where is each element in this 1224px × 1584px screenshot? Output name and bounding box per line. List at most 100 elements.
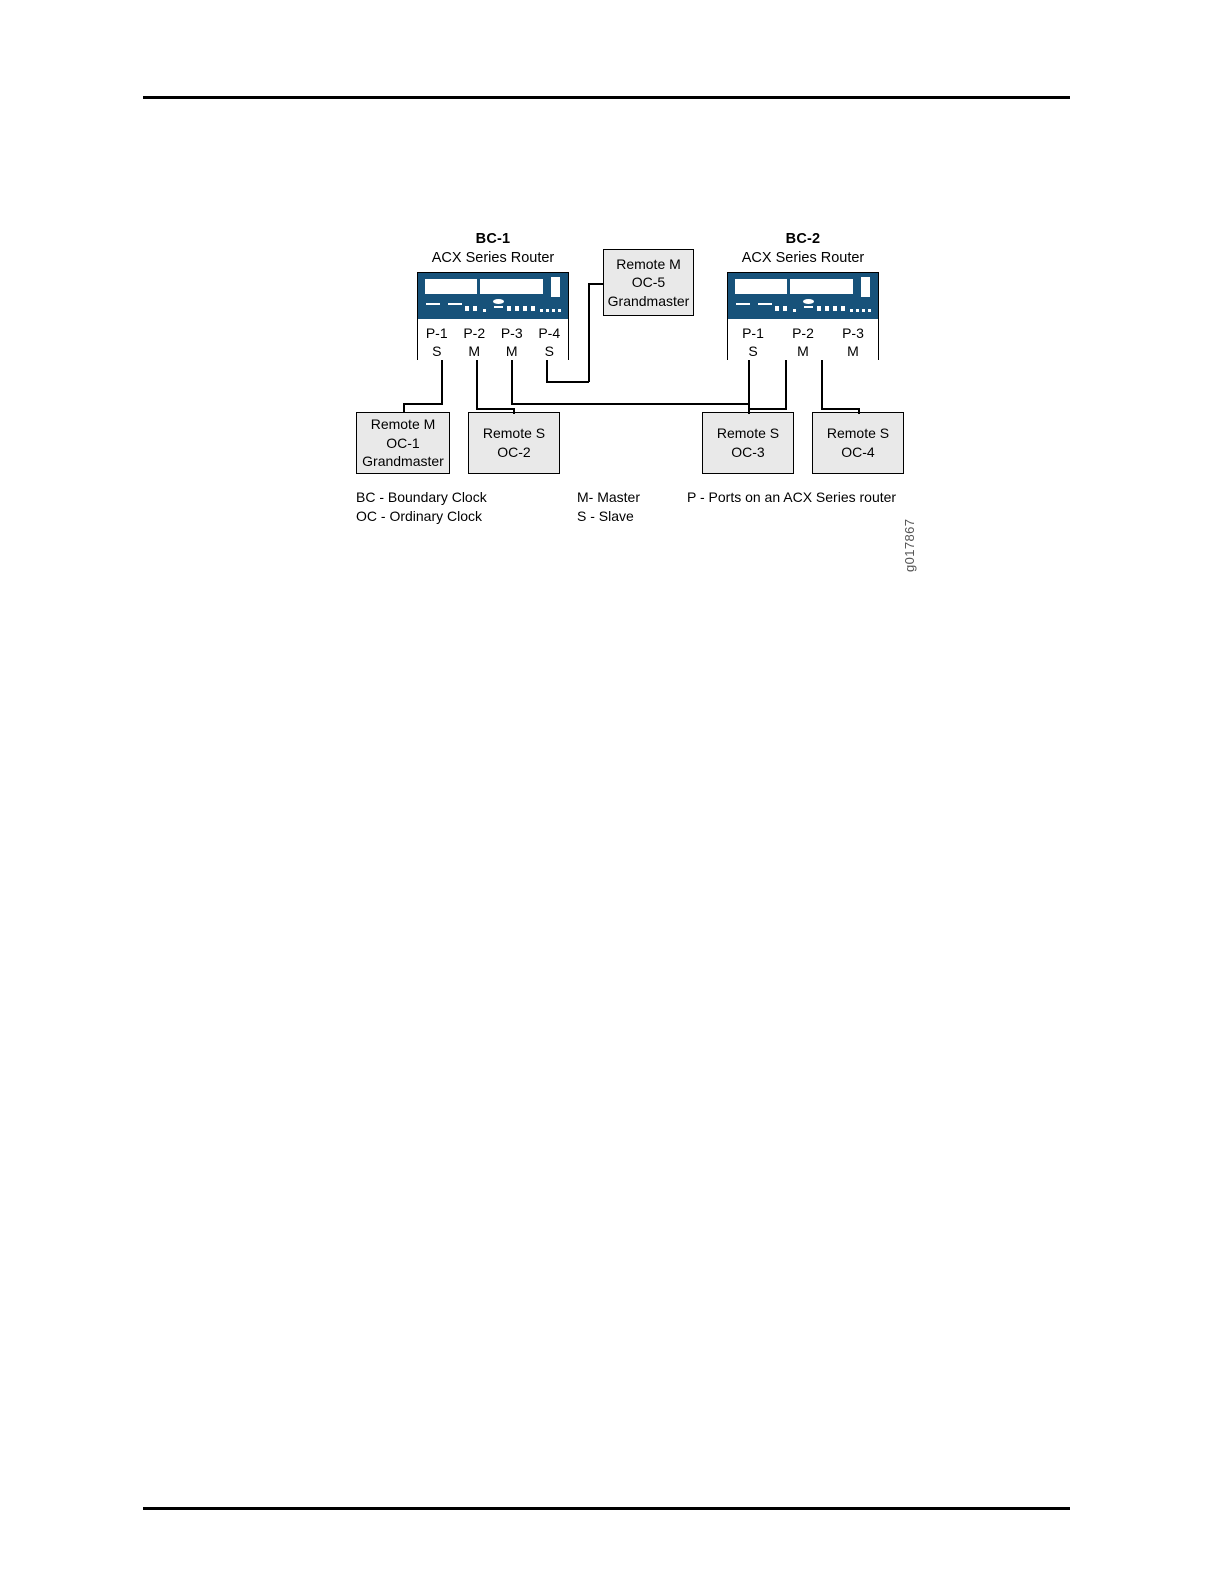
faceplate-led-dot-icon	[856, 309, 859, 312]
legend-column-clocks: BC - Boundary Clock OC - Ordinary Clock	[356, 488, 487, 526]
page-header-rule	[143, 96, 1070, 99]
faceplate-led-dot-icon	[540, 309, 543, 312]
faceplate-led-icon	[832, 305, 838, 312]
faceplate-led-icon	[506, 305, 512, 312]
port-name: P-3	[842, 325, 864, 341]
router-faceplate-bc-2	[728, 273, 878, 319]
clock-oc-2-line2: OC-2	[497, 444, 531, 460]
port-name: P-1	[425, 325, 448, 341]
faceplate-led-icon	[816, 305, 822, 312]
port-name: P-1	[742, 325, 764, 341]
faceplate-slot-icon	[480, 279, 543, 294]
legend-column-roles: M- Master S - Slave	[577, 488, 640, 526]
port-name: P-3	[500, 325, 523, 341]
router-title-bc-2: BC-2 ACX Series Router	[713, 230, 893, 267]
faceplate-slot-icon	[425, 279, 477, 294]
router-title-bc-2-model: ACX Series Router	[741, 249, 865, 266]
faceplate-led-icon	[824, 305, 830, 312]
clock-node-oc-2[interactable]: Remote S OC-2	[468, 412, 560, 474]
clock-oc-1-line1: Remote M	[370, 416, 436, 433]
faceplate-psu-icon	[551, 277, 560, 297]
wire-bc1-p2-run	[476, 408, 514, 410]
faceplate-led-dot-icon	[868, 309, 871, 312]
router-faceplate-bc-1	[418, 273, 568, 319]
router-title-bc-1: BC-1 ACX Series Router	[403, 230, 583, 267]
wire-bc1-p3-trunk	[511, 403, 749, 405]
clock-oc-5-line1: Remote M	[616, 255, 681, 272]
clock-oc-1-line2: OC-1	[386, 434, 420, 451]
port-name: P-2	[792, 325, 814, 341]
port-bc2-p2[interactable]: P-2 M	[778, 319, 828, 368]
faceplate-led-dot-icon	[546, 309, 549, 312]
faceplate-led-icon	[514, 305, 520, 312]
wire-bc1-p2-drop	[476, 360, 478, 409]
port-role: M	[797, 343, 809, 360]
faceplate-dash-icon	[758, 303, 772, 305]
clock-oc-1-line3: Grandmaster	[362, 453, 444, 470]
clock-oc-5-line2: OC-5	[631, 274, 666, 291]
legend-column-ports: P - Ports on an ACX Series router	[687, 488, 896, 507]
faceplate-led-icon	[774, 305, 780, 312]
port-bc1-p2[interactable]: P-2 M	[456, 319, 494, 368]
wire-oc1-riser	[403, 403, 405, 413]
legend-p-definition: P - Ports on an ACX Series router	[687, 489, 897, 505]
legend-m-definition: M- Master	[577, 489, 640, 505]
wire-bc2-p3-drop	[821, 360, 823, 409]
wire-bc1-p4-run	[546, 381, 589, 383]
faceplate-oval-icon	[493, 299, 504, 304]
router-ports-bc-1: P-1 S P-2 M P-3 M P-4 S	[418, 319, 568, 368]
faceplate-led-dot-icon	[862, 309, 865, 312]
clock-oc-2-line1: Remote S	[482, 425, 546, 442]
port-role: S	[748, 343, 758, 360]
faceplate-led-dot-icon	[483, 309, 486, 312]
wire-bc1-p1-drop	[441, 360, 443, 404]
port-bc1-p1[interactable]: P-1 S	[418, 319, 456, 368]
port-bc2-p3[interactable]: P-3 M	[828, 319, 878, 368]
clock-node-oc-4[interactable]: Remote S OC-4	[812, 412, 904, 474]
clock-oc-3-line2: OC-3	[731, 444, 765, 460]
port-name: P-4	[538, 325, 561, 341]
wire-bc1-p4-drop	[546, 360, 548, 382]
port-name: P-2	[463, 325, 486, 341]
wire-bc2-p2-run	[748, 408, 787, 410]
clock-oc-4-line2: OC-4	[841, 444, 875, 460]
legend-oc-definition: OC - Ordinary Clock	[356, 507, 483, 524]
faceplate-led-dot-icon	[793, 309, 796, 312]
wire-bc2-p3-run	[821, 408, 859, 410]
faceplate-dash-icon	[448, 303, 462, 305]
router-title-bc-2-name: BC-2	[785, 231, 821, 247]
router-chassis-bc-1[interactable]: P-1 S P-2 M P-3 M P-4 S	[417, 272, 569, 368]
faceplate-led-icon	[530, 305, 536, 312]
wire-bc1-p3-drop	[511, 360, 513, 404]
clock-node-oc-5[interactable]: Remote M OC-5 Grandmaster	[603, 249, 694, 316]
wire-oc3-riser	[748, 403, 750, 414]
port-bc2-p1[interactable]: P-1 S	[728, 319, 778, 368]
faceplate-psu-icon	[861, 277, 870, 297]
router-title-bc-1-name: BC-1	[475, 231, 511, 247]
port-role: M	[847, 343, 859, 360]
faceplate-led-icon	[472, 305, 478, 312]
wire-bc2-p2-drop	[785, 360, 787, 409]
faceplate-led-icon	[522, 305, 528, 312]
legend-bc-definition: BC - Boundary Clock	[356, 489, 487, 505]
legend-s-definition: S - Slave	[577, 507, 634, 524]
wire-oc4-riser	[858, 408, 860, 414]
clock-oc-4-line1: Remote S	[826, 425, 890, 442]
wire-oc2-riser	[513, 408, 515, 414]
clock-oc-3-line1: Remote S	[716, 425, 780, 442]
port-bc1-p4[interactable]: P-4 S	[531, 319, 569, 368]
faceplate-led-icon	[464, 305, 470, 312]
faceplate-led-icon	[840, 305, 846, 312]
port-role: M	[505, 343, 518, 360]
clock-node-oc-3[interactable]: Remote S OC-3	[702, 412, 794, 474]
port-role: S	[544, 343, 554, 360]
clock-node-oc-1[interactable]: Remote M OC-1 Grandmaster	[356, 412, 450, 474]
router-ports-bc-2: P-1 S P-2 M P-3 M	[728, 319, 878, 368]
wire-bc2-p1-riser	[748, 360, 750, 404]
faceplate-oval-icon	[803, 299, 814, 304]
router-title-bc-1-model: ACX Series Router	[431, 249, 555, 266]
port-role: S	[432, 343, 442, 360]
router-chassis-bc-2[interactable]: P-1 S P-2 M P-3 M	[727, 272, 879, 368]
port-bc1-p3[interactable]: P-3 M	[493, 319, 531, 368]
